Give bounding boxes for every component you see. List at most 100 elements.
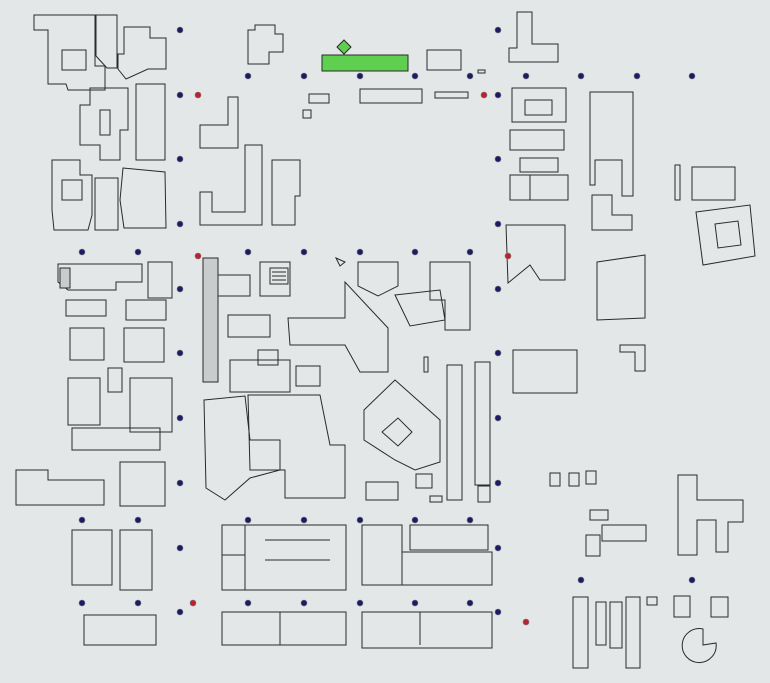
blue-node[interactable] (176, 414, 184, 422)
blue-node[interactable] (577, 72, 585, 80)
blue-node[interactable] (494, 608, 502, 616)
red-node[interactable] (480, 91, 488, 99)
building (596, 254, 646, 321)
blue-node[interactable] (494, 479, 502, 487)
red-node-layer (189, 91, 530, 626)
building (361, 611, 493, 649)
highlighted-building[interactable] (321, 39, 409, 72)
blue-node[interactable] (411, 248, 419, 256)
building (625, 596, 641, 669)
building (83, 614, 157, 646)
blue-node[interactable] (466, 248, 474, 256)
blue-node[interactable] (494, 91, 502, 99)
building (477, 69, 486, 74)
blue-node[interactable] (356, 516, 364, 524)
building (568, 472, 580, 487)
red-node[interactable] (194, 252, 202, 260)
blue-node[interactable] (78, 248, 86, 256)
blue-node[interactable] (78, 599, 86, 607)
blue-node[interactable] (176, 285, 184, 293)
building (512, 349, 578, 394)
blue-node[interactable] (300, 516, 308, 524)
blue-node[interactable] (688, 72, 696, 80)
blue-node[interactable] (494, 414, 502, 422)
building (51, 159, 93, 231)
blue-node[interactable] (356, 599, 364, 607)
blue-node[interactable] (176, 349, 184, 357)
blue-node[interactable] (244, 72, 252, 80)
blue-node[interactable] (688, 576, 696, 584)
blue-node[interactable] (244, 248, 252, 256)
building (67, 377, 101, 426)
blue-node[interactable] (577, 576, 585, 584)
blue-node[interactable] (134, 516, 142, 524)
blue-node[interactable] (494, 349, 502, 357)
highlight-diamond[interactable] (336, 39, 352, 55)
building (257, 349, 279, 366)
building (589, 509, 609, 521)
blue-node[interactable] (356, 248, 364, 256)
building (601, 524, 647, 542)
blue-node[interactable] (494, 285, 502, 293)
building (357, 261, 399, 297)
building (691, 166, 736, 201)
building (426, 49, 462, 71)
building (509, 174, 569, 201)
building (591, 194, 633, 231)
red-node[interactable] (189, 599, 197, 607)
blue-node[interactable] (176, 91, 184, 99)
building (71, 529, 113, 586)
blue-node[interactable] (176, 544, 184, 552)
building (434, 91, 469, 99)
blue-node[interactable] (494, 26, 502, 34)
blue-node[interactable] (356, 72, 364, 80)
building (95, 14, 118, 69)
blue-node[interactable] (466, 516, 474, 524)
building (123, 327, 165, 363)
blue-node[interactable] (494, 220, 502, 228)
blue-node[interactable] (411, 516, 419, 524)
blue-node[interactable] (244, 516, 252, 524)
blue-node[interactable] (176, 155, 184, 163)
blue-node[interactable] (134, 248, 142, 256)
blue-node[interactable] (300, 72, 308, 80)
red-node[interactable] (504, 252, 512, 260)
red-node[interactable] (522, 618, 530, 626)
blue-node[interactable] (411, 599, 419, 607)
blue-node[interactable] (411, 72, 419, 80)
highlight-rect[interactable] (321, 54, 409, 72)
building (259, 261, 291, 297)
building (508, 11, 559, 63)
blue-node[interactable] (494, 155, 502, 163)
building (221, 524, 347, 591)
building (505, 224, 566, 285)
building (147, 261, 173, 299)
blue-node[interactable] (466, 72, 474, 80)
blue-node[interactable] (134, 599, 142, 607)
blue-node[interactable] (522, 72, 530, 80)
building (99, 109, 111, 136)
blue-node[interactable] (176, 479, 184, 487)
blue-node[interactable] (176, 26, 184, 34)
blue-node[interactable] (466, 599, 474, 607)
building (589, 91, 634, 197)
blue-node[interactable] (300, 248, 308, 256)
blue-node[interactable] (176, 608, 184, 616)
building (247, 24, 284, 65)
blue-node[interactable] (300, 599, 308, 607)
building (359, 88, 423, 104)
red-node[interactable] (194, 91, 202, 99)
building (125, 299, 167, 321)
building (69, 327, 105, 361)
building (287, 280, 389, 373)
building (409, 524, 489, 551)
building (595, 601, 607, 646)
blue-node[interactable] (494, 544, 502, 552)
building (217, 274, 251, 297)
blue-node[interactable] (633, 72, 641, 80)
blue-node[interactable] (244, 599, 252, 607)
blue-node[interactable] (176, 220, 184, 228)
blue-node[interactable] (78, 516, 86, 524)
building (677, 474, 744, 556)
